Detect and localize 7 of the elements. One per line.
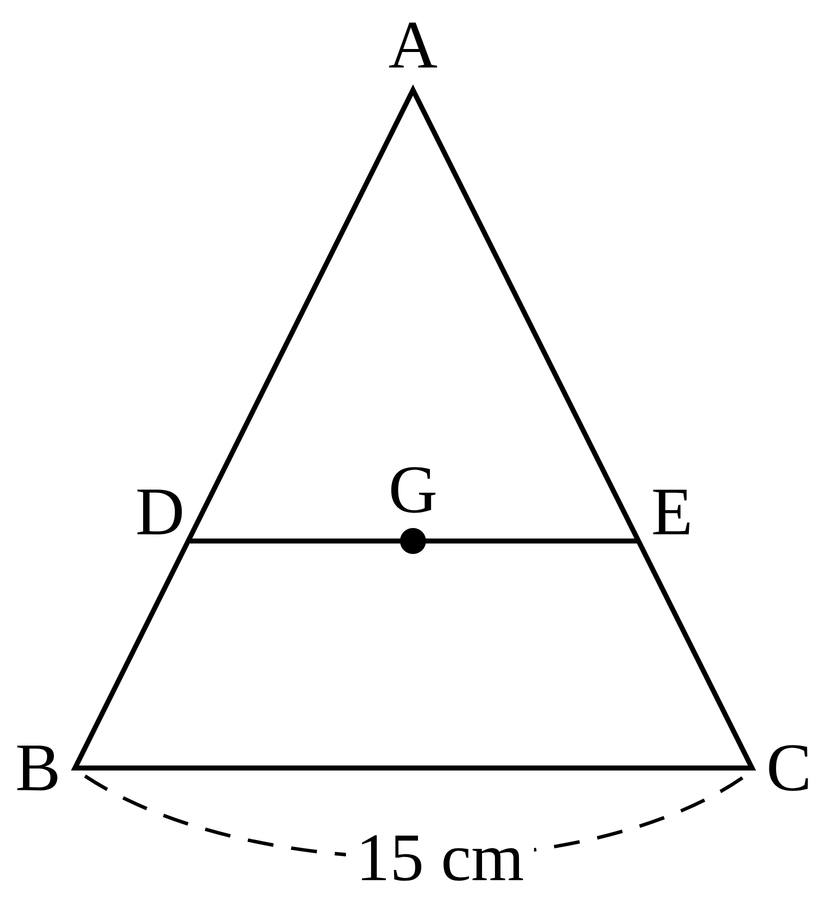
dimension-label: 15 cm: [346, 833, 534, 883]
point-label: G: [391, 467, 436, 513]
point-label: B: [17, 746, 58, 790]
point-label: D: [137, 490, 182, 534]
point-label: E: [653, 490, 690, 534]
point-label: C: [769, 745, 808, 791]
point-label: A: [389, 22, 438, 68]
